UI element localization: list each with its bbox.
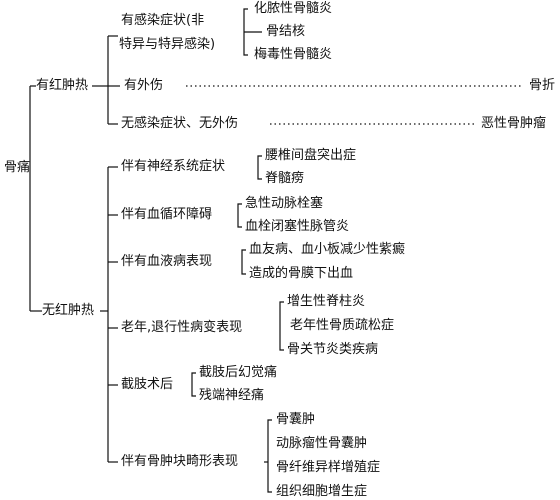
result-malignant-bone-tumor: 恶性骨肿瘤 bbox=[481, 116, 547, 131]
group-label-no-infection-no-trauma: 无感染症状、无外伤 bbox=[121, 116, 239, 131]
group-label-neuro: 伴有神经系统症状 bbox=[121, 159, 226, 174]
branch-label-red-swelling: 有红肿热 bbox=[36, 78, 89, 93]
group-label-post-amputation: 截肢术后 bbox=[121, 377, 174, 392]
item-bone-cyst: 骨囊肿 bbox=[276, 412, 316, 427]
item-osteoarthritis: 骨关节炎类疾病 bbox=[287, 342, 379, 357]
item-acute-arterial-embolism: 急性动脉栓塞 bbox=[245, 196, 324, 211]
amputation-bracket bbox=[191, 372, 196, 397]
group-label-infection-line1: 有感染症状(非 bbox=[121, 13, 205, 28]
item-histiocytosis: 组织细胞增生症 bbox=[276, 484, 368, 499]
item-thromboangiitis-obliterans: 血栓闭塞性脉管炎 bbox=[245, 219, 350, 234]
item-hypertrophic-spondylitis: 增生性脊柱炎 bbox=[287, 294, 366, 309]
group-label-infection-line2: 特异与特异感染) bbox=[119, 37, 216, 52]
item-phantom-limb-pain: 截肢后幻觉痛 bbox=[199, 365, 278, 380]
item-fibrous-dysplasia: 骨纤维异样增殖症 bbox=[276, 460, 381, 475]
branch-label-no-red-swelling: 无红肿热 bbox=[42, 303, 95, 318]
item-senile-osteoporosis: 老年性骨质疏松症 bbox=[290, 318, 395, 333]
item-syphilitic-osteomyelitis: 梅毒性骨髓炎 bbox=[254, 47, 333, 62]
item-lumbar-disc-herniation: 腰椎间盘突出症 bbox=[265, 148, 357, 163]
neuro-bracket bbox=[257, 155, 262, 180]
item-stump-neuralgia: 残端神经痛 bbox=[199, 388, 265, 403]
item-subperiosteal-hemorrhage: 造成的骨膜下出血 bbox=[249, 266, 354, 281]
group-label-blood-disease: 伴有血液病表现 bbox=[121, 254, 213, 269]
group-label-circulation: 伴有血循环障碍 bbox=[121, 207, 213, 222]
item-aneurysmal-bone-cyst: 动脉瘤性骨囊肿 bbox=[276, 436, 368, 451]
group-label-trauma: 有外伤 bbox=[124, 78, 164, 93]
item-tabes-dorsalis: 脊髓痨 bbox=[265, 171, 305, 186]
degenerative-bracket bbox=[279, 301, 284, 351]
blood-bracket bbox=[241, 249, 246, 275]
result-fracture: 骨折 bbox=[529, 78, 556, 93]
group-label-degenerative: 老年,退行性病变表现 bbox=[121, 320, 243, 335]
root-label: 骨痛 bbox=[4, 160, 31, 175]
group-label-bone-mass: 伴有骨肿块畸形表现 bbox=[121, 454, 239, 469]
item-bone-tuberculosis: 骨结核 bbox=[266, 24, 306, 39]
circulation-bracket bbox=[237, 203, 242, 228]
item-hemophilia-thrombocytopenia: 血友病、血小板减少性紫癜 bbox=[249, 242, 406, 257]
bone-mass-bracket bbox=[267, 419, 272, 493]
item-suppurative-osteomyelitis: 化脓性骨髓炎 bbox=[254, 1, 333, 16]
